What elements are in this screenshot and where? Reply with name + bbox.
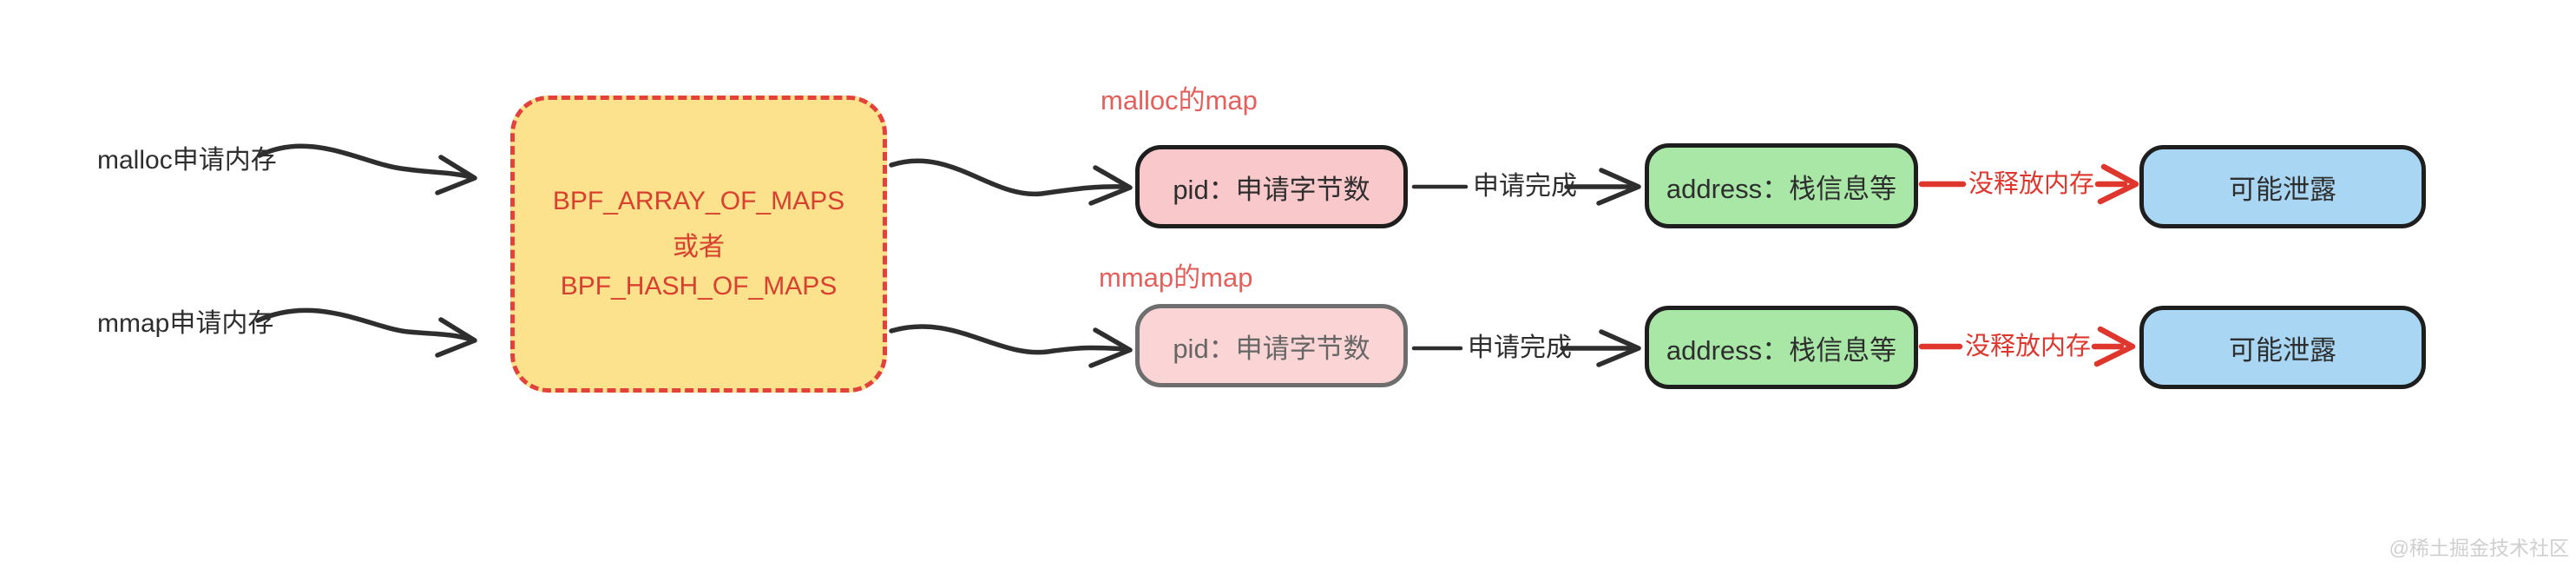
pid-box-malloc: pid：申请字节数 bbox=[1135, 145, 1408, 228]
arrow-bpf-to-malloc-map-head bbox=[1088, 165, 1133, 206]
leak-box-malloc: 可能泄露 bbox=[2139, 145, 2426, 228]
not-freed-label-mmap: 没释放内存 bbox=[1965, 333, 2092, 360]
arrow-bpf-to-malloc-map bbox=[889, 158, 1127, 197]
arrow-mmap-to-bpf-head bbox=[435, 317, 477, 358]
request-done-label-mmap: 申请完成 bbox=[1468, 334, 1572, 362]
mmap-map-label: mmap的map bbox=[1099, 262, 1253, 293]
leak-box-mmap-text: 可能泄露 bbox=[2229, 334, 2336, 366]
bpf-maps-line2: 或者 bbox=[673, 233, 725, 261]
leak-box-mmap: 可能泄露 bbox=[2139, 306, 2426, 389]
arrow-bpf-to-mmap-map bbox=[889, 324, 1127, 355]
arrow-malloc-to-bpf bbox=[257, 143, 474, 180]
arrow-malloc-to-bpf-head bbox=[435, 155, 477, 195]
arrow-notfreed-to-leak-mmap-head bbox=[2093, 326, 2136, 367]
arrow-bpf-to-mmap-map-head bbox=[1088, 327, 1133, 368]
malloc-source-label: malloc申请内存 bbox=[97, 146, 277, 175]
bpf-maps-box: BPF_ARRAY_OF_MAPS 或者 BPF_HASH_OF_MAPS bbox=[510, 96, 887, 393]
address-box-malloc-text: address：栈信息等 bbox=[1666, 173, 1897, 204]
bpf-maps-line1: BPF_ARRAY_OF_MAPS bbox=[552, 187, 845, 215]
bpf-maps-line3: BPF_HASH_OF_MAPS bbox=[560, 272, 838, 301]
pid-box-mmap-text: pid：申请字节数 bbox=[1173, 333, 1370, 364]
address-box-malloc: address：栈信息等 bbox=[1645, 143, 1918, 228]
arrow-mmap-to-bpf bbox=[255, 307, 474, 342]
not-freed-label-malloc: 没释放内存 bbox=[1968, 170, 2095, 198]
arrow-done-to-address-mmap-head bbox=[1596, 329, 1641, 367]
address-box-mmap: address：栈信息等 bbox=[1645, 306, 1918, 389]
address-box-mmap-text: address：栈信息等 bbox=[1666, 334, 1897, 366]
pid-box-mmap: pid：申请字节数 bbox=[1135, 304, 1408, 387]
pid-box-malloc-text: pid：申请字节数 bbox=[1173, 174, 1370, 205]
arrow-notfreed-to-leak-malloc-head bbox=[2097, 163, 2139, 205]
malloc-map-label: malloc的map bbox=[1101, 85, 1258, 116]
mmap-source-label: mmap申请内存 bbox=[97, 309, 274, 338]
juejin-watermark: @稀土掘金技术社区 bbox=[2389, 537, 2569, 559]
leak-box-malloc-text: 可能泄露 bbox=[2229, 174, 2336, 205]
request-done-label-malloc: 申请完成 bbox=[1473, 172, 1577, 201]
arrow-done-to-address-malloc-head bbox=[1596, 168, 1641, 206]
